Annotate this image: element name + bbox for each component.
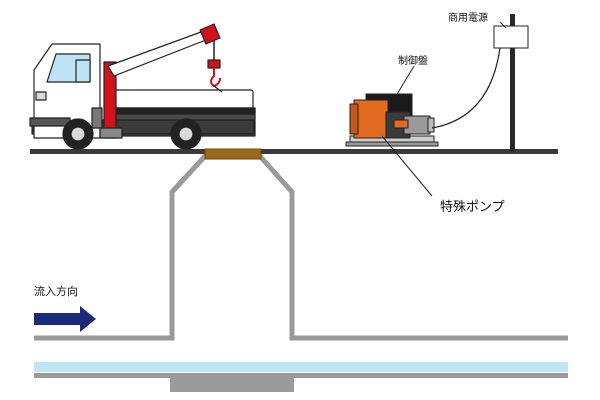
pump-body xyxy=(353,99,389,139)
power-box xyxy=(493,25,529,49)
truck-door-window xyxy=(75,59,91,83)
channel-base-block xyxy=(170,378,294,392)
channel-floor-line xyxy=(34,373,568,378)
water-band xyxy=(34,362,568,372)
truck-rear-hub xyxy=(178,126,194,142)
power-cable xyxy=(431,47,501,129)
crane-boom-tip xyxy=(199,23,221,45)
pump-skid-base xyxy=(345,141,439,147)
pipe-right-wall xyxy=(256,152,568,341)
control-panel-leader xyxy=(395,65,415,97)
pump-coupling xyxy=(393,119,409,129)
inflow-direction-label: 流入方向 xyxy=(34,285,78,298)
truck-front-hub xyxy=(70,126,86,142)
pump-motor-cap xyxy=(427,117,435,133)
truck-headlight xyxy=(35,91,47,101)
control-panel-label: 制御盤 xyxy=(398,56,428,67)
flow-arrow-icon xyxy=(34,306,96,332)
truck-step xyxy=(91,107,103,129)
truck-bed-skirt xyxy=(114,107,256,115)
manhole-cover xyxy=(204,148,262,160)
crane-hook xyxy=(210,68,221,87)
pump-unit-icon xyxy=(345,93,439,147)
power-supply-label: 商用電源 xyxy=(448,13,488,24)
pole-shaft xyxy=(510,14,515,152)
crane-truck-icon xyxy=(29,23,256,150)
crane-hook-block xyxy=(207,59,221,69)
pump-flange xyxy=(349,103,359,135)
pipe-left-wall xyxy=(34,152,209,341)
utility-pole-icon xyxy=(493,14,529,152)
special-pump-label: 特殊ポンプ xyxy=(440,200,505,215)
power-box-leader xyxy=(499,21,507,29)
crane-hook-rope xyxy=(213,85,223,93)
pump-leader xyxy=(381,135,433,197)
crane-base xyxy=(99,127,123,139)
truck-flatbed xyxy=(114,89,254,111)
crane-boom xyxy=(107,27,217,77)
ground-line xyxy=(30,149,558,154)
sewer-pipe xyxy=(34,152,568,341)
truck-bumper xyxy=(29,117,71,127)
